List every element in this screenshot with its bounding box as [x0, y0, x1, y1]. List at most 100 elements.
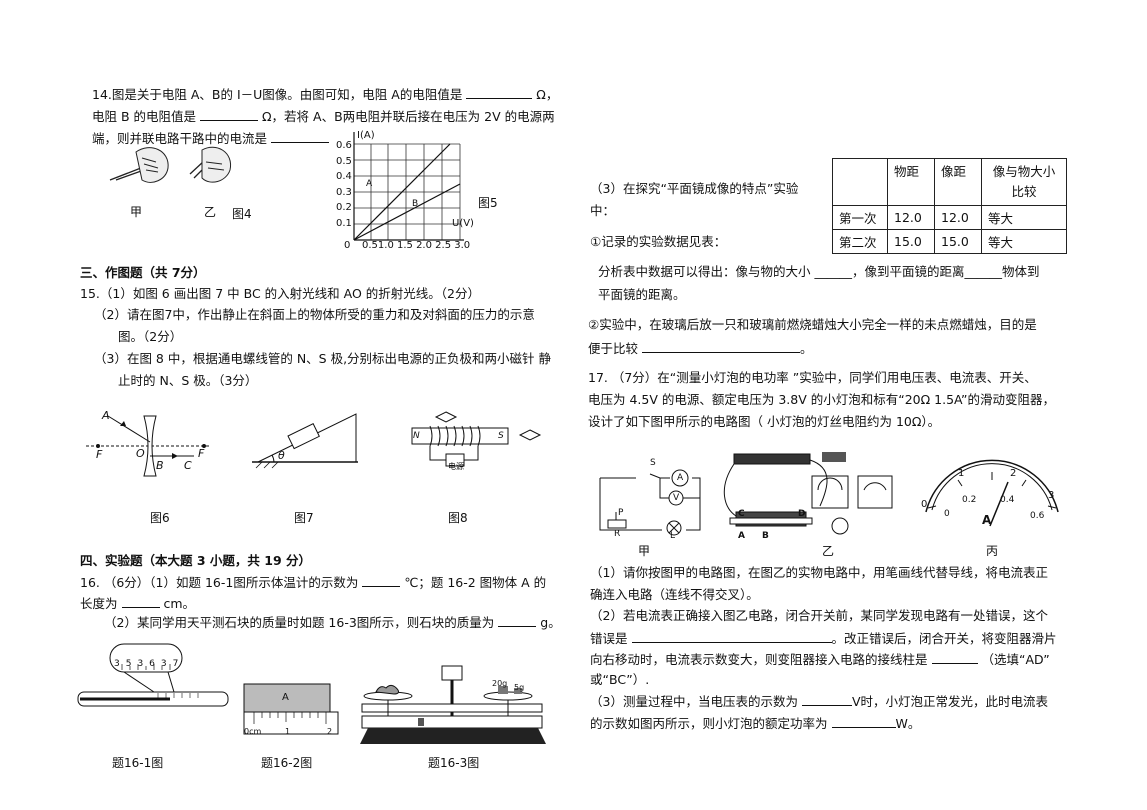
answer-blank-mass[interactable] — [498, 614, 537, 627]
therm-ticks: 353637 — [114, 659, 185, 669]
fig6-lens-diagram — [86, 415, 210, 477]
meter-tick-3: 3 — [1048, 490, 1055, 501]
q15-1: 15.（1）如图 6 画出图 7 中 BC 的入射光线和 AO 的折射光线。（2… — [80, 286, 480, 301]
fig6-label-b: B — [156, 459, 164, 472]
q17-part3: （3）测量过程中，当电压表的示数为 V时，小灯泡正常发光，此时电流表 — [590, 693, 1049, 709]
meter-tick-2: 2 — [1010, 468, 1017, 479]
physical-label-c: C — [738, 509, 745, 519]
q17-line2: 电压为 4.5V 的电源、额定电压为 3.8V 的小灯泡和标有“20Ω 1.5A… — [588, 392, 1056, 407]
meter-tick-0-top: 0 — [921, 499, 928, 510]
fig6-label-c: C — [184, 459, 192, 472]
q17-part2-line4: 或“BC”）. — [590, 672, 650, 687]
fig5-caption: 图5 — [478, 196, 498, 210]
circuit-physical-diagram — [723, 452, 893, 535]
fig7-incline-diagram — [252, 413, 358, 469]
fig16-3-caption: 题16-3图 — [428, 756, 480, 770]
line-b — [353, 183, 461, 241]
answer-blank-error[interactable] — [631, 630, 832, 643]
q14-line3: 端，则并联电路干路中的电流是 — [92, 130, 329, 147]
circuit-caption-a: 甲 — [638, 544, 651, 558]
graph-xlabel: U(V) — [452, 218, 474, 229]
circuit-diagram-schematic — [599, 469, 701, 536]
fig6-label-f2: F — [198, 447, 205, 460]
fig7-caption: 图7 — [294, 511, 314, 525]
q15-3b: 止时的 N、S 极。（3分） — [118, 373, 258, 388]
fig6-caption: 图6 — [150, 511, 170, 525]
thermometer-illustration — [77, 643, 229, 707]
fig6-label-o: O — [136, 447, 145, 460]
fig6-label-f1: F — [96, 448, 103, 461]
graph-xticks: 0.51.0 1.5 2.0 2.5 3.0 — [362, 240, 471, 251]
fig4-illustration — [109, 146, 232, 183]
mirror-question-cont: 中： — [590, 203, 616, 218]
meter-tick-1: 1 — [958, 468, 965, 479]
answer-blank-compare[interactable] — [642, 340, 800, 353]
graph-line-b-label: B — [412, 199, 419, 209]
physical-label-d: D — [798, 509, 806, 519]
graph-origin: 0 — [344, 240, 351, 251]
meter-tick-bot-3: 0.6 — [1030, 511, 1045, 521]
q17-line3: 设计了如下图甲所示的电路图（ 小灯泡的灯丝电阻约为 10Ω）。 — [588, 414, 941, 429]
meter-tick-bot-2: 0.4 — [1000, 495, 1015, 505]
q15-2a: （2）请在图7中，作出静止在斜面上的物体所受的重力和及对斜面的压力的示意 — [94, 307, 535, 322]
mirror-data-note: ①记录的实验数据见表： — [590, 234, 727, 249]
physical-label-b: B — [762, 531, 769, 541]
q16-2: （2）某同学用天平测石块的质量时如题 16-3图所示，则石块的质量为 g。 — [104, 614, 561, 630]
meter-tick-bot-1: 0.2 — [962, 495, 977, 505]
q17-part2: （2）若电流表正确接入图乙电路，闭合开关前，某同学发现电路有一处错误，这个 — [590, 608, 1048, 623]
schematic-label-p: P — [618, 508, 624, 518]
q15-3a: （3）在图 8 中，根据通电螺线管的 N、S 极,分别标出电源的正负极和两小磁针… — [94, 351, 552, 366]
section3-title: 三、作图题（共 7分） — [80, 265, 206, 280]
fig4-label-a: 甲 — [130, 205, 143, 219]
answer-blank-power[interactable] — [831, 715, 896, 728]
weight-20g-label: 20g — [492, 679, 508, 688]
meter-tick-bot-0: 0 — [944, 509, 950, 519]
physical-label-a: A — [738, 531, 745, 541]
q17-part2-line3: 向右移动时，电流表示数变大，则变阻器接入电路的接线柱是 （选填“AD” — [590, 651, 1050, 667]
circuit-caption-b: 乙 — [822, 544, 835, 558]
q14-line1: 14.图是关于电阻 A、B的 I－U图像。由图可知，电阻 A的电阻值是 Ω， — [92, 86, 559, 102]
answer-blank-thermometer[interactable] — [362, 574, 401, 587]
table-header-row: 物距 像距 像与物大小比较 — [832, 158, 1067, 206]
q17-part1-cont: 确连入电路（连线不得交叉）。 — [590, 587, 759, 602]
mirror-question: （3）在探究“平面镜成像的特点”实验 — [590, 181, 799, 196]
meter-unit: A — [982, 513, 992, 527]
q15-2b: 图。（2分） — [118, 329, 183, 344]
answer-blank-c[interactable] — [271, 130, 329, 143]
iu-graph — [353, 132, 464, 241]
schematic-label-s: S — [650, 458, 656, 468]
schematic-label-a: A — [677, 473, 684, 483]
fig4-caption: 图4 — [232, 207, 252, 221]
ruler-object-label: A — [282, 692, 289, 703]
fig8-label-s: S — [498, 431, 504, 441]
answer-blank-voltage[interactable] — [801, 693, 852, 706]
graph-line-a-label: A — [366, 179, 373, 189]
ruler-tick-1: 1 — [285, 727, 291, 736]
line-a — [353, 143, 451, 241]
analysis-line1: 分析表中数据可以得出：像与物的大小 ______，像到平面镜的距离______物… — [598, 264, 1040, 279]
fig4-label-b: 乙 — [204, 205, 217, 219]
q14-line2: 电阻 B 的电阻值是 Ω，若将 A、B两电阻并联后接在电压为 2V 的电源两 — [92, 108, 555, 124]
q17-part2-line2: 错误是 。改正错误后，闭合开关，将变阻器滑片 — [590, 630, 1057, 646]
candle-question-cont: 便于比较 。 — [588, 340, 813, 356]
ruler-tick-0: 0cm — [244, 727, 262, 736]
fig6-label-a: A — [102, 409, 110, 422]
answer-blank-b[interactable] — [200, 108, 259, 121]
answer-blank-a[interactable] — [466, 86, 533, 99]
mirror-data-table: 物距 像距 像与物大小比较 第一次 12.0 12.0 等大 第二次 15.0 … — [832, 158, 1067, 254]
weight-5g-label: 5g — [514, 683, 525, 692]
fig8-label-n: N — [413, 431, 420, 441]
schematic-label-l: L — [670, 531, 676, 541]
q17-part1: （1）请你按图甲的电路图，在图乙的实物电路中，用笔画线代替导线，将电流表正 — [590, 565, 1048, 580]
q16-1a: 16. （6分）（1）如题 16-1图所示体温计的示数为 ℃；题 16-2 图物… — [80, 574, 547, 590]
fig8-solenoid-diagram — [411, 411, 542, 467]
candle-question: ②实验中，在玻璃后放一只和玻璃前燃烧蜡烛大小完全一样的未点燃蜡烛，目的是 — [588, 317, 1037, 332]
analysis-line2: 平面镜的距离。 — [598, 287, 686, 302]
answer-blank-length[interactable] — [121, 595, 160, 608]
table-row: 第二次 15.0 15.0 等大 — [832, 229, 1067, 254]
answer-blank-terminal[interactable] — [931, 651, 978, 664]
q17-part3-line2: 的示数如图丙所示，则小灯泡的额定功率为 W。 — [590, 715, 921, 731]
ammeter-dial — [925, 459, 1059, 527]
fig16-1-caption: 题16-1图 — [112, 756, 164, 770]
ruler-tick-2: 2 — [327, 727, 333, 736]
